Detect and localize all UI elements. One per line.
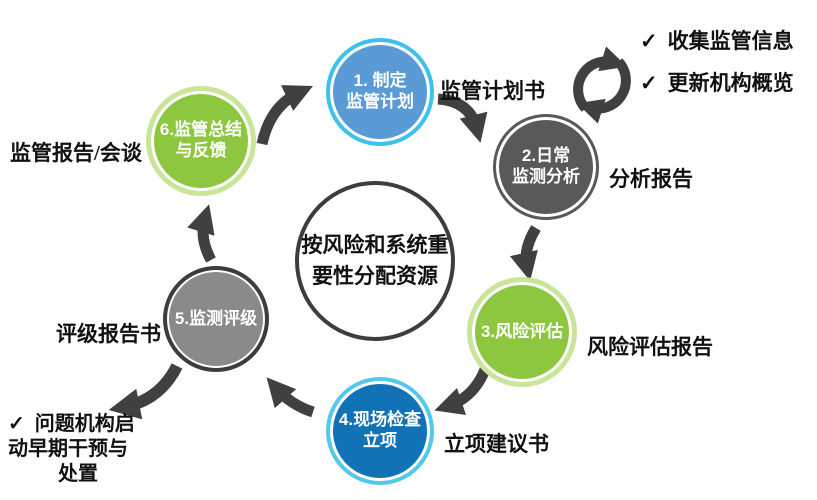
arrow-rating-to-feedback	[187, 204, 216, 263]
center-resource-circle: 按风险和系统重 要性分配资源	[295, 181, 455, 341]
node-4-line1: 4.现场检查	[338, 410, 422, 430]
node-2-line1: 2.日常	[521, 146, 571, 166]
arrow-monitoring-to-risk	[509, 225, 541, 281]
center-text-line2: 要性分配资源	[312, 265, 438, 288]
checklist-item-update-overview: ✓ 更新机构概览	[640, 67, 794, 97]
node-1-make-plan: 1. 制定 监管计划	[333, 45, 427, 139]
arrow-rating-to-intervention	[108, 363, 183, 420]
node-3-line1: 3.风险评估	[480, 321, 564, 341]
node-2-daily-monitoring: 2.日常 监测分析	[499, 120, 593, 214]
label-supervision-report-meeting: 监管报告/会谈	[10, 141, 142, 165]
node-5-monitoring-rating: 5.监测评级	[169, 272, 263, 366]
node-1-line2: 监管计划	[346, 92, 414, 111]
label-analysis-report: 分析报告	[609, 167, 693, 191]
checklist-top-right: ✓ 收集监管信息 ✓ 更新机构概览	[640, 25, 794, 109]
check-icon: ✓	[640, 29, 658, 53]
node-5-line1: 5.监测评级	[174, 308, 258, 328]
label-plan-document: 监管计划书	[440, 79, 545, 103]
checklist-line-3: 处置	[58, 463, 98, 485]
arrow-feedback-to-plan	[256, 85, 313, 146]
node-6-summary-feedback: 6.监管总结 与反馈	[154, 94, 248, 188]
node-1-line1: 1. 制定	[353, 71, 407, 91]
sync-cycle-icon	[573, 46, 631, 124]
checklist-item-text: 收集监管信息	[667, 29, 794, 53]
node-4-line2: 立项	[363, 431, 397, 450]
arrow-risk-to-inspection	[434, 364, 492, 416]
node-2-line2: 监测分析	[512, 167, 580, 186]
arrow-plan-to-monitoring	[437, 93, 488, 143]
node-6-line2: 与反馈	[175, 141, 227, 160]
check-icon: ✓	[640, 71, 658, 95]
node-6-line1: 6.监管总结	[159, 120, 243, 140]
checklist-bottom-left: ✓ 问题机构启 动早期干预与 处置	[8, 412, 148, 487]
checklist-line-2: 动早期干预与	[8, 438, 128, 460]
checklist-item-text: 更新机构概览	[667, 71, 794, 95]
label-risk-assessment-report: 风险评估报告	[587, 335, 713, 359]
checklist-line-1: ✓ 问题机构启	[8, 412, 148, 437]
node-4-onsite-inspection: 4.现场检查 立项	[333, 384, 427, 478]
checklist-item-collect-info: ✓ 收集监管信息	[640, 25, 794, 55]
node-3-risk-assessment: 3.风险评估	[475, 285, 569, 379]
label-rating-report: 评级报告书	[56, 322, 161, 346]
label-project-proposal: 立项建议书	[444, 432, 549, 456]
center-text-line1: 按风险和系统重	[301, 233, 449, 257]
checklist-line-text: 问题机构启	[34, 413, 135, 435]
check-icon: ✓	[8, 413, 25, 435]
arrow-inspection-to-rating	[266, 377, 315, 418]
